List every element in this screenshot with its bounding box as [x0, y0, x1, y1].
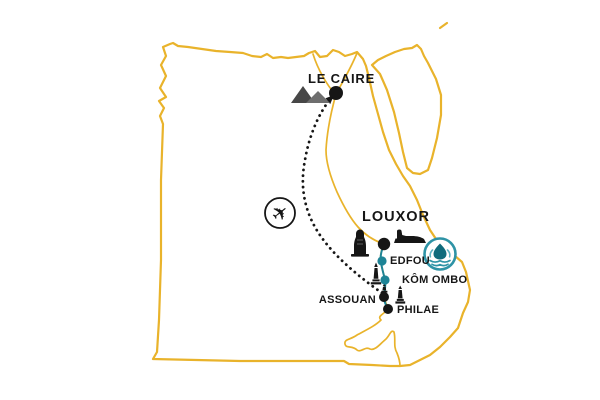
colossus-statue-icon: [351, 229, 369, 257]
label-kom-ombo: KÔM OMBO: [402, 273, 467, 286]
obelisk-icon: [370, 262, 382, 285]
label-le-caire: LE CAIRE: [308, 71, 375, 86]
city-marker-edfou: [377, 256, 387, 266]
sphinx-icon: [394, 229, 426, 243]
city-marker-kom-ombo: [380, 275, 390, 285]
label-louxor: LOUXOR: [362, 209, 430, 225]
small-obelisk-icon: [381, 283, 388, 293]
lake-nasser: [344, 308, 401, 367]
label-assouan: ASSOUAN: [319, 294, 376, 306]
lotus-badge-icon: [423, 237, 457, 271]
label-philae: PHILAE: [397, 304, 439, 316]
airplane-icon: ✈: [264, 197, 296, 229]
egypt-border: [151, 41, 472, 368]
pyramids-icon: [291, 86, 330, 103]
sinai-border: [370, 43, 443, 176]
obelisk-icon-2: [395, 285, 406, 304]
coast-tick: [438, 21, 449, 30]
city-marker-le-caire: [329, 86, 343, 100]
flight-route-dotted: [301, 95, 384, 295]
city-marker-louxor: [377, 237, 391, 251]
label-edfou: EDFOU: [390, 255, 430, 267]
city-marker-assouan: [379, 292, 389, 302]
city-marker-philae: [383, 304, 393, 314]
